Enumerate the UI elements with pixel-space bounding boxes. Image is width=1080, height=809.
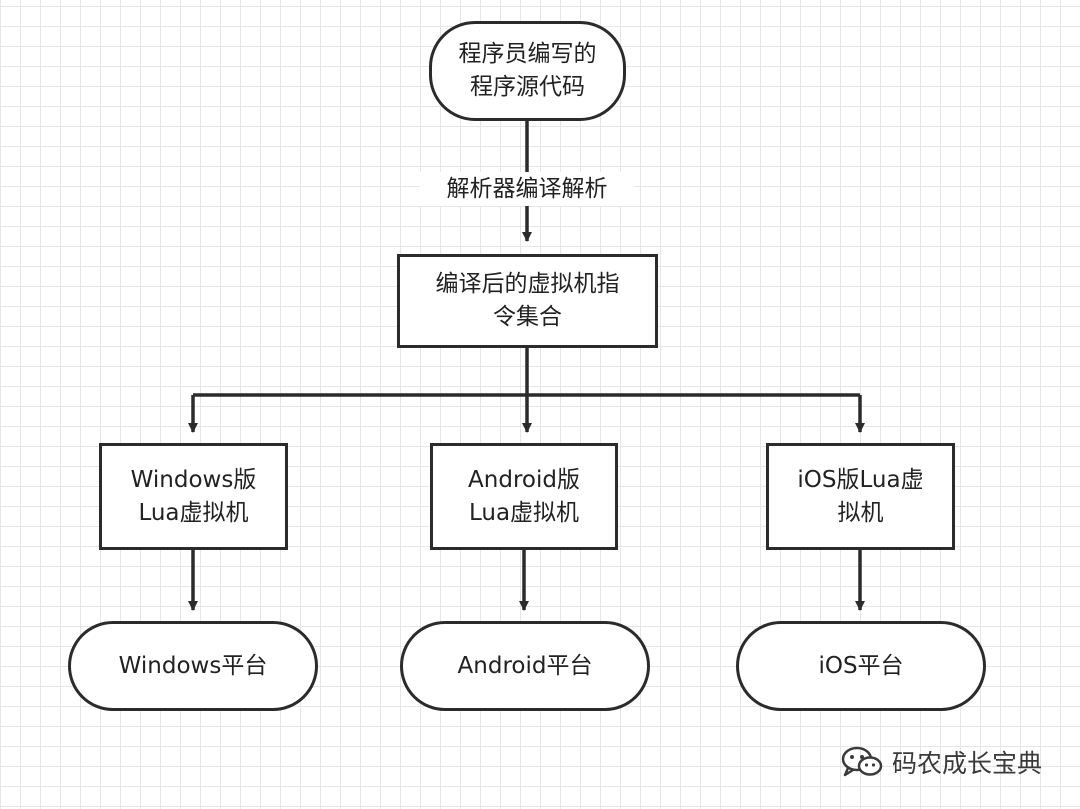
node-platform-windows-label: Windows平台: [118, 652, 268, 679]
watermark: 码农成长宝典: [840, 742, 1042, 782]
node-platform-android-label: Android平台: [457, 652, 593, 679]
node-vm-android-label: Android版 Lua虚拟机: [468, 466, 580, 526]
node-vm-ios: iOS版Lua虚 拟机: [766, 443, 955, 550]
node-bytecode: 编译后的虚拟机指 令集合: [397, 254, 658, 348]
node-source-code: 程序员编写的 程序源代码: [429, 21, 626, 121]
node-vm-ios-label: iOS版Lua虚 拟机: [797, 466, 924, 526]
edge-label-parse: 解析器编译解析: [420, 172, 634, 206]
node-vm-android: Android版 Lua虚拟机: [430, 443, 618, 550]
node-vm-windows-label: Windows版 Lua虚拟机: [130, 466, 257, 526]
watermark-text: 码农成长宝典: [892, 749, 1043, 778]
node-platform-android: Android平台: [400, 621, 650, 711]
node-source-code-label: 程序员编写的 程序源代码: [458, 41, 597, 100]
node-platform-windows: Windows平台: [68, 621, 318, 711]
wechat-icon: [841, 746, 883, 777]
node-platform-ios: iOS平台: [736, 621, 986, 711]
node-vm-windows: Windows版 Lua虚拟机: [99, 443, 288, 550]
node-platform-ios-label: iOS平台: [818, 652, 904, 679]
node-bytecode-label: 编译后的虚拟机指 令集合: [435, 271, 620, 330]
